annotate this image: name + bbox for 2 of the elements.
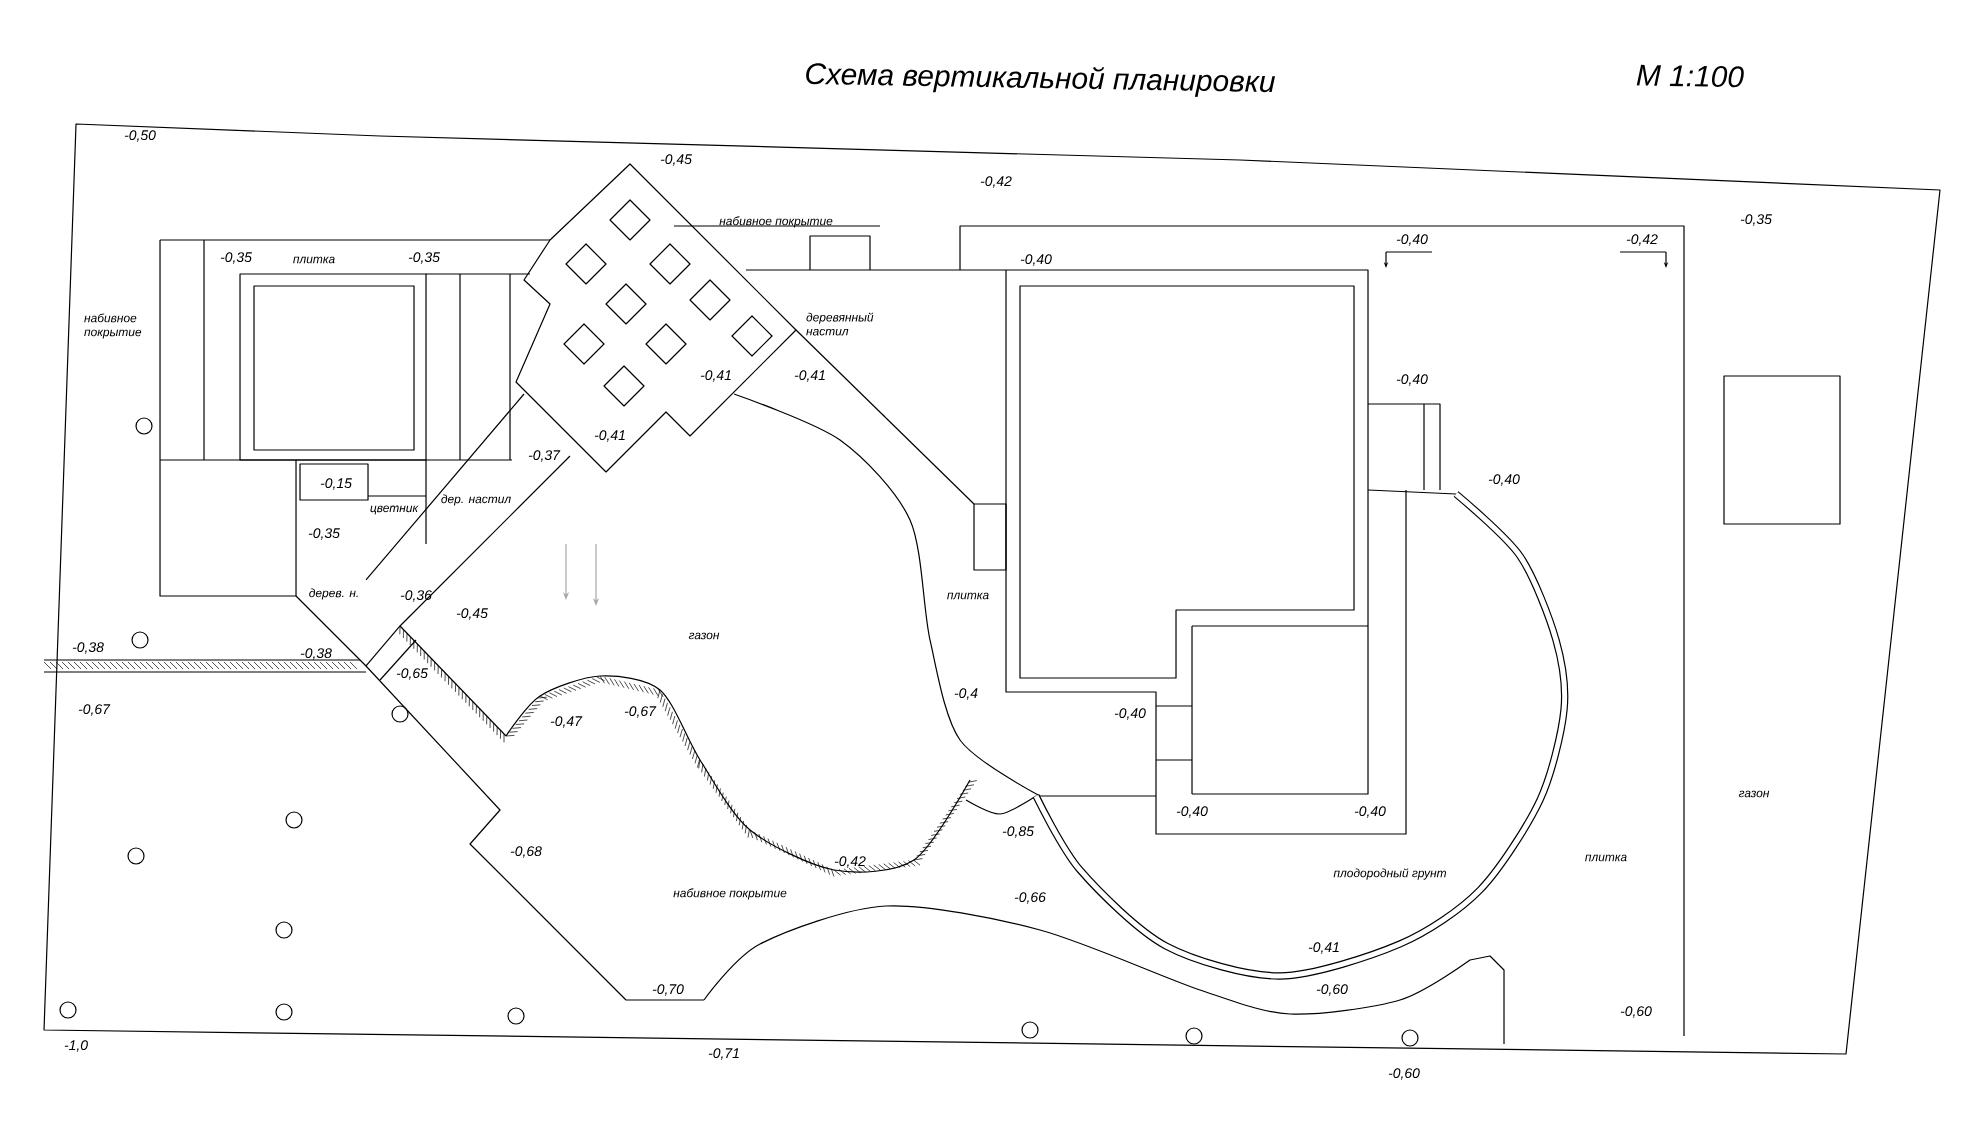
title: Схема вертикальной планировки <box>806 63 1275 97</box>
scale-label: М 1:100 <box>1636 64 1744 88</box>
